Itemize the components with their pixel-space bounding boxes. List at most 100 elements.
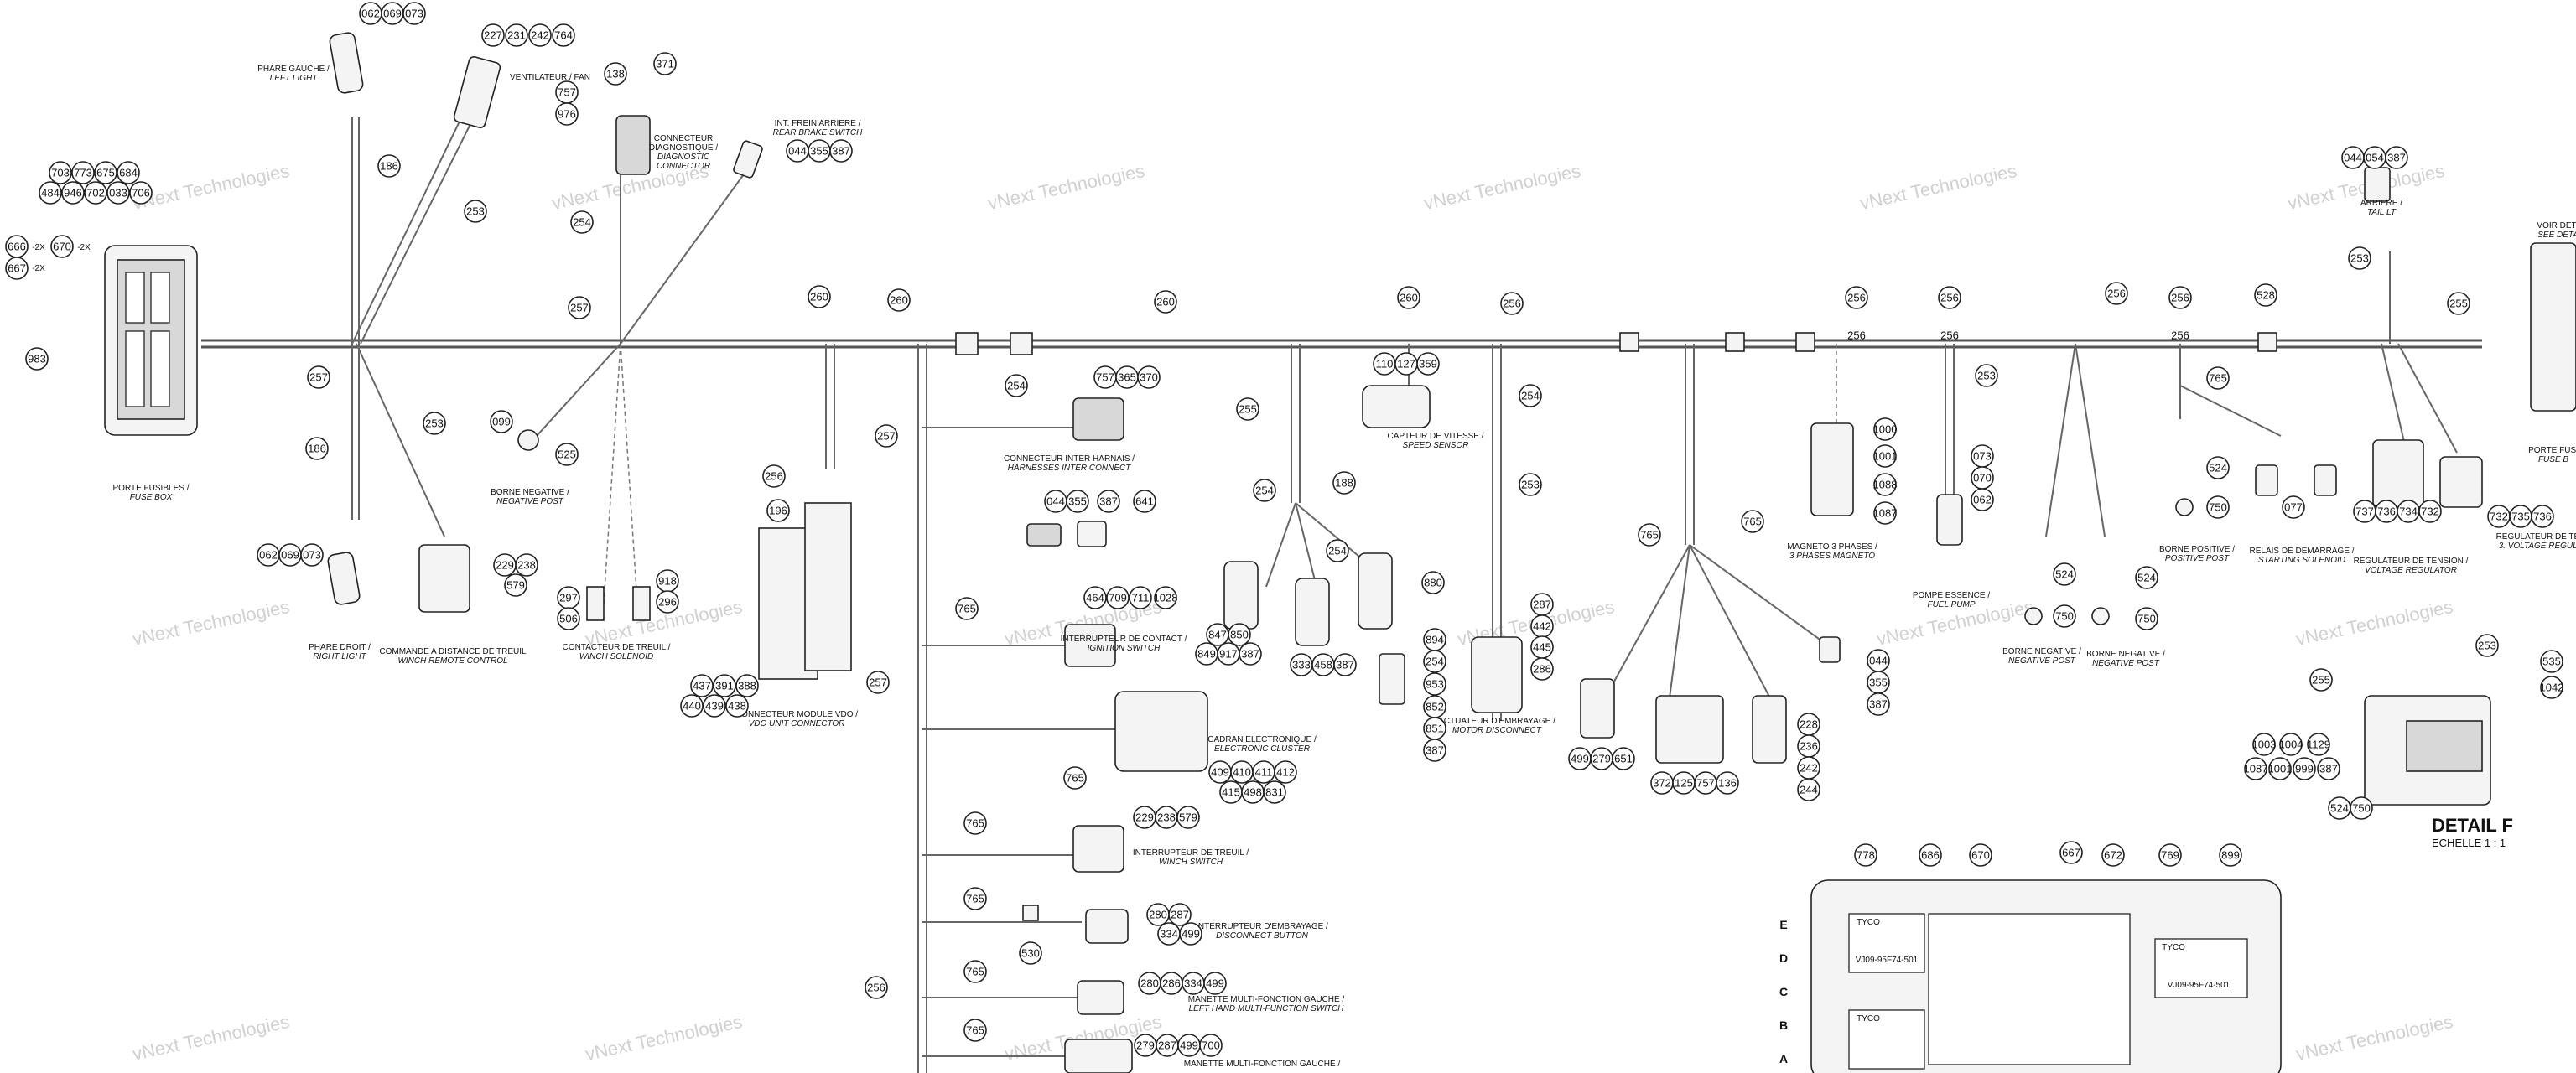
callout-bubble: 765 <box>963 960 987 983</box>
svg-text:765: 765 <box>958 603 976 615</box>
svg-text:231: 231 <box>507 29 526 42</box>
connector-880 <box>1358 552 1393 630</box>
label-right-light: PHARE DROIT /RIGHT LIGHT <box>309 643 371 661</box>
svg-text:387: 387 <box>1336 659 1354 671</box>
callout-bubble: 062 <box>257 543 280 567</box>
svg-text:734: 734 <box>2399 505 2418 518</box>
fuse-row-label: A <box>1779 1052 1788 1065</box>
svg-text:256: 256 <box>1847 329 1866 342</box>
branch-neg3 <box>2075 343 2106 537</box>
callout-bubble: 279 <box>1134 1034 1157 1057</box>
callout-bubble: 946 <box>61 181 85 205</box>
branch-reg-b <box>2397 343 2458 454</box>
callout-bubble: 062 <box>359 2 382 25</box>
callout-bubble: 670 <box>1969 843 1992 867</box>
svg-text:260: 260 <box>1156 296 1175 308</box>
callout-bubble: 073 <box>1971 444 1994 468</box>
callout-bubble: 077 <box>2282 495 2305 519</box>
svg-text:700: 700 <box>1202 1039 1220 1052</box>
watermark: vNext Technologies <box>131 160 291 214</box>
svg-text:651: 651 <box>1614 753 1633 765</box>
svg-text:253: 253 <box>425 417 444 430</box>
svg-text:355: 355 <box>810 145 828 158</box>
relay-terminal <box>2255 464 2278 496</box>
callout-bubble: 440 <box>680 694 704 718</box>
callout-bubble: 044 <box>786 139 809 163</box>
svg-text:1000: 1000 <box>1873 423 1898 436</box>
callout-bubble: 334 <box>1157 922 1181 946</box>
callout-bubble: 257 <box>568 296 591 319</box>
watermark: vNext Technologies <box>1858 160 2018 214</box>
callout-bubble: 850 <box>1228 623 1251 646</box>
label-fuel-pump: POMPE ESSENCE /FUEL PUMP <box>1913 591 1990 609</box>
svg-text:236: 236 <box>1800 740 1818 753</box>
svg-text:528: 528 <box>2257 289 2275 302</box>
svg-text:388: 388 <box>738 680 756 692</box>
svg-text:976: 976 <box>558 108 576 121</box>
label-neg-post-2: BORNE NEGATIVE /NEGATIVE POST <box>2002 647 2081 666</box>
callout-bubble: 525 <box>555 443 579 466</box>
svg-text:847: 847 <box>1208 629 1227 641</box>
svg-text:044: 044 <box>1046 495 1065 508</box>
callout-bubble: 528 <box>2254 283 2277 307</box>
svg-text:256: 256 <box>765 470 783 483</box>
svg-text:387: 387 <box>832 145 850 158</box>
label-magneto: MAGNETO 3 PHASES /3 PHASES MAGNETO <box>1787 542 1877 561</box>
callout-bubble: 702 <box>84 181 107 205</box>
callout-bubble: 953 <box>1423 672 1446 696</box>
connector-228 <box>1752 695 1787 764</box>
branch-765-3 <box>1689 544 1779 713</box>
svg-text:670: 670 <box>53 241 71 253</box>
svg-text:110: 110 <box>1376 358 1394 371</box>
svg-text:254: 254 <box>1007 380 1026 392</box>
callout-bubble: 287 <box>1156 1034 1179 1057</box>
svg-text:254: 254 <box>1255 485 1274 497</box>
callout-bubble: 387 <box>1333 653 1357 676</box>
callout-bubble: 499 <box>1203 972 1227 995</box>
svg-text:667: 667 <box>2062 847 2080 859</box>
callout-bubble: 256 <box>865 976 888 999</box>
label-pos-post: BORNE POSITIVE /POSITIVE POST <box>2159 545 2235 563</box>
svg-text:255: 255 <box>2449 298 2468 310</box>
callout-bubble: 579 <box>504 573 527 597</box>
svg-text:127: 127 <box>1397 358 1415 371</box>
svg-text:953: 953 <box>1426 678 1444 691</box>
label-neg-post: BORNE NEGATIVE /NEGATIVE POST <box>491 488 569 506</box>
callout-bubble: 769 <box>2158 843 2182 867</box>
callout-bubble: 757 <box>555 80 579 104</box>
svg-text:256: 256 <box>2171 292 2189 304</box>
callout-bubble: 1001 <box>2268 757 2292 780</box>
callout-bubble: 579 <box>1176 806 1200 829</box>
callout-bubble: 236 <box>1797 734 1820 758</box>
svg-text:438: 438 <box>728 700 746 713</box>
svg-text:702: 702 <box>86 187 105 200</box>
fuel-pump-connector <box>1936 494 1963 546</box>
callout-bubble: 736 <box>2375 500 2398 523</box>
svg-text:1001: 1001 <box>1873 450 1898 463</box>
motor-disconnect-connector <box>1471 636 1523 713</box>
svg-text:365: 365 <box>1118 371 1136 384</box>
watermark: vNext Technologies <box>131 1011 291 1065</box>
svg-text:579: 579 <box>1179 811 1197 824</box>
callout-bubble: 999 <box>2293 757 2316 780</box>
harness-wires <box>201 100 2482 1073</box>
callout-bubble: 256 <box>2105 282 2128 305</box>
vdo-connector-b <box>804 502 852 671</box>
callout-bubble: 498 <box>1241 780 1265 804</box>
svg-text:254: 254 <box>1426 656 1444 668</box>
tyco-label: TYCO <box>1857 918 1880 927</box>
svg-text:286: 286 <box>1162 977 1181 990</box>
svg-text:706: 706 <box>132 187 150 200</box>
svg-text:506: 506 <box>559 613 578 625</box>
callout-bubble: 256 <box>1847 329 1866 342</box>
callout-bubble: 370 <box>1137 365 1161 389</box>
svg-text:757: 757 <box>1696 777 1715 790</box>
connector-044 <box>1819 636 1841 663</box>
callout-bubble: 983 <box>25 347 49 371</box>
svg-text:445: 445 <box>1533 641 1551 654</box>
label-lh-switch: MANETTE MULTI-FONCTION GAUCHE /LEFT HAND… <box>1188 995 1345 1013</box>
callout-bubble: 256 <box>1938 286 1961 309</box>
svg-text:257: 257 <box>877 430 896 443</box>
callout-bubble: 852 <box>1423 695 1446 718</box>
callout-bubble: 044 <box>1867 649 1890 672</box>
